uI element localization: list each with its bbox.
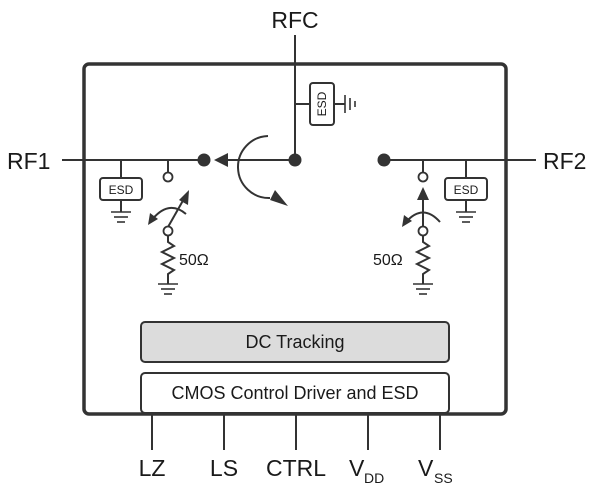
rf2-pin-label: RF2 xyxy=(543,148,586,174)
rfc-pin-label: RFC xyxy=(271,7,318,33)
rf1-esd-label: ESD xyxy=(109,183,134,197)
rf1-termination-value: 50Ω xyxy=(179,252,209,269)
rfc-esd-label: ESD xyxy=(315,91,329,116)
ctrl-pin-label: CTRL xyxy=(266,455,326,481)
rf2-shunt-contact-top xyxy=(417,171,429,183)
rf2-shunt-contact-bottom xyxy=(417,225,429,237)
rfc-esd-ground-icon xyxy=(334,95,356,113)
switch-rotation-arrowhead-icon xyxy=(270,190,288,206)
cmos-driver-label: CMOS Control Driver and ESD xyxy=(171,383,418,403)
rf1-termination-resistor-icon xyxy=(159,236,177,284)
rf1-shunt-rotation-arrowhead-icon xyxy=(148,213,158,225)
lz-pin-label: LZ xyxy=(139,455,166,481)
switch-throw-arrowhead-icon xyxy=(214,153,228,167)
rfc-common-node xyxy=(288,153,302,167)
rf2-esd-label: ESD xyxy=(454,183,479,197)
rf1-throw-node xyxy=(197,153,211,167)
rf2-shunt-rotation-arrowhead-icon xyxy=(402,215,412,227)
rf2-esd-ground-icon xyxy=(456,200,476,223)
dc-tracking-label: DC Tracking xyxy=(245,332,344,352)
rf2-termination-resistor-icon xyxy=(414,236,432,284)
rf2-termination-ground-icon xyxy=(413,283,433,295)
rf1-termination-ground-icon xyxy=(158,283,178,295)
svg-text:V: V xyxy=(418,455,434,481)
dc-tracking-block xyxy=(140,321,450,363)
vdd-pin-label: V DD xyxy=(349,455,384,486)
rf2-termination-value: 50Ω xyxy=(373,252,403,269)
rf1-pin-label: RF1 xyxy=(7,148,50,174)
rf1-shunt-switch-arm xyxy=(167,196,186,228)
rf2-shunt-switch-arrowhead-icon xyxy=(417,187,429,200)
svg-text:V: V xyxy=(349,455,365,481)
rf1-shunt-switch-arrowhead-icon xyxy=(179,190,189,205)
ls-pin-label: LS xyxy=(210,455,238,481)
rf1-shunt-contact-top xyxy=(162,171,174,183)
svg-text:SS: SS xyxy=(434,470,453,486)
switch-rotation-arc xyxy=(237,135,271,200)
svg-text:DD: DD xyxy=(364,470,384,486)
vss-pin-label: V SS xyxy=(418,455,453,486)
rf1-esd-ground-icon xyxy=(111,200,131,223)
rf1-shunt-contact-bottom xyxy=(162,225,174,237)
